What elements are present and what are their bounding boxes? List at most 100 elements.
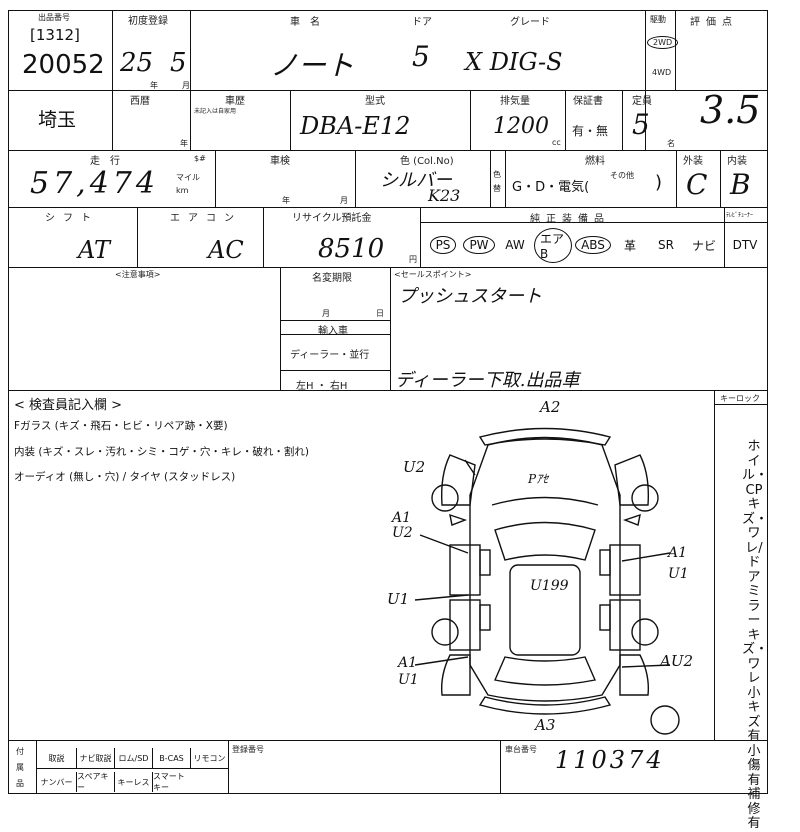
sales-point: プッシュスタート (398, 286, 542, 307)
row-divider (8, 390, 768, 391)
left-front-fender (440, 454, 476, 506)
mark-top: A2 (540, 398, 561, 416)
right-rear-door (609, 599, 641, 651)
mark-right-upper2: U1 (668, 566, 689, 582)
inspection-month-unit: 月 (340, 196, 348, 205)
right-front-window (599, 549, 611, 576)
first-reg-label: 初度登録 (128, 16, 168, 27)
col-divider (470, 90, 471, 150)
tuner-label: ﾃﾚﾋﾞﾁｭｰﾅｰ (726, 212, 754, 219)
mark-right-rear: AU2 (660, 652, 694, 670)
warranty: 有・無 (572, 124, 609, 138)
spare-tire (650, 705, 680, 735)
car-name: ノート (270, 49, 355, 82)
km-unit: km (176, 186, 189, 195)
equip-navi-manual-label: ナビ取説 (79, 753, 112, 763)
history-note: 未記入は自家用 (194, 108, 237, 115)
warranty-label: 保証書 (573, 96, 603, 107)
attached-label: 付属品 (16, 747, 24, 788)
col-divider (112, 10, 113, 90)
windshield (494, 521, 596, 561)
model-label: 型式 (365, 96, 385, 107)
option-dtv: DTV (726, 230, 764, 260)
sheet-frame (8, 10, 768, 794)
col-divider (675, 10, 676, 90)
side-notes: ホイル・CPキズ・ワレ/ドアミラーキズ・ワレ 小キズ有 小傷有 補修有 (742, 439, 769, 831)
equip-label: 純正装備品 (530, 214, 610, 225)
recycle: 8510 (318, 234, 385, 264)
col-divider (290, 90, 291, 150)
option-aw-label: AW (505, 238, 525, 252)
ac: AC (208, 236, 244, 264)
key-label: キーロック (720, 394, 760, 403)
option-abs: ABS (574, 230, 612, 260)
left-mirror (449, 513, 468, 526)
option-leather-label: 革 (623, 238, 636, 253)
option-pw-label: PW (463, 236, 495, 254)
col-divider (390, 267, 391, 390)
chassis-number: 110374 (555, 746, 665, 774)
option-airbag: エアB (534, 227, 572, 263)
capacity-label: 定員 (632, 96, 652, 107)
col-divider (724, 207, 725, 267)
equip-navi-manual: ナビ取説 (76, 748, 114, 768)
notes-label: <注意事項> (115, 270, 161, 279)
mark-left-mid2: U2 (392, 525, 413, 541)
hood-line (491, 496, 599, 506)
name-change-day: 日 (376, 309, 384, 318)
import-value: ディーラー・並行 (290, 350, 370, 361)
drive-4wd: 4WD (652, 68, 672, 77)
grade-label: グレード (510, 17, 550, 28)
sales-point-label: <セールスポイント> (394, 270, 472, 279)
option-airbag-label: エアB (534, 227, 572, 263)
drive-2wd: 2WD (647, 36, 679, 49)
mileage: 57,474 (30, 166, 159, 201)
inspection-label: 車検 (270, 156, 290, 167)
footer-divider (500, 740, 501, 794)
audio-line: オーディオ (無し・穴) / タイヤ (スタッドレス) (14, 471, 236, 483)
option-sunroof-label: SR (658, 238, 674, 252)
fuel-close: ) (655, 172, 663, 193)
mark-center: U199 (530, 578, 569, 594)
equip-divider (420, 222, 768, 223)
prefecture: 埼玉 (38, 109, 77, 131)
left-front-window (479, 549, 491, 576)
mark-left-rear2: U1 (398, 672, 419, 688)
equip-spare-key: スペアキー (76, 772, 114, 792)
chassis-label: 車台番号 (505, 745, 537, 754)
option-navi: ナビ (685, 230, 723, 260)
shift-label: シフト (45, 213, 99, 224)
ac-label: エアコン (170, 213, 242, 224)
col-divider (190, 90, 191, 150)
equip-rom-sd-label: ロム/SD (118, 753, 149, 763)
col-divider (280, 267, 281, 390)
col-divider (355, 150, 356, 207)
import-divider (280, 370, 390, 371)
model: DBA-E12 (300, 112, 411, 140)
equip-bcas-label: B-CAS (159, 753, 184, 763)
col-divider (112, 90, 113, 150)
meter-label: $# (194, 154, 206, 163)
equip-bcas: B-CAS (152, 748, 190, 768)
grade: X DIG-S (465, 48, 563, 76)
equip-manual: 取説 (36, 748, 76, 768)
drive-label: 駆動 (650, 15, 666, 24)
score-label: 評価点 (690, 17, 738, 28)
right-front-fender (614, 454, 650, 506)
option-ps-label: PS (429, 236, 457, 254)
person-unit: 名 (667, 139, 675, 148)
year-suffix: 年 (180, 139, 188, 148)
equip-plate: ナンバー (36, 772, 76, 792)
left-rear-fender (440, 654, 471, 696)
name-change-label: 名変期限 (312, 273, 352, 284)
equip-remote: リモコン (190, 748, 228, 768)
color: シルバー (380, 170, 452, 191)
interior: B (730, 168, 751, 201)
history-label: 車歴 (225, 96, 245, 107)
row-divider (8, 740, 768, 741)
score: 3.5 (700, 88, 761, 132)
option-pw: PW (460, 230, 498, 260)
equip-keyless-label: キーレス (117, 777, 150, 787)
left-rear-door (449, 599, 481, 651)
mark-left-rear1: A1 (398, 655, 418, 671)
